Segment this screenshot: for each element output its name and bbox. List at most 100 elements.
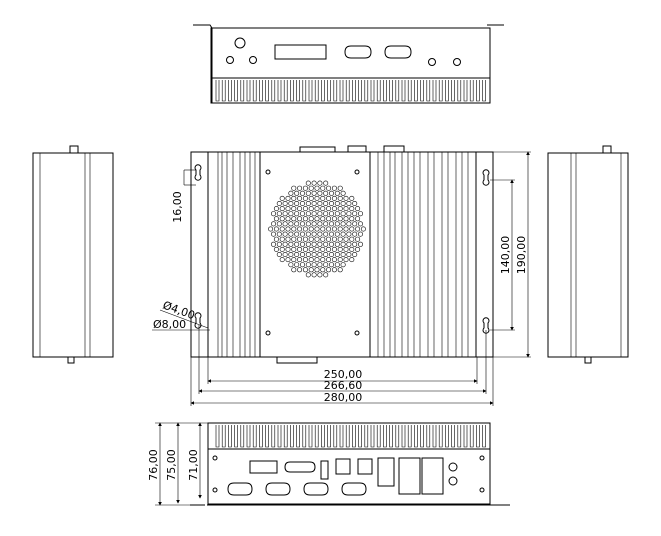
heatsink-fin — [290, 425, 294, 448]
power-connector — [249, 460, 278, 474]
vent-hole — [357, 221, 363, 227]
vent-hole — [346, 241, 352, 247]
vent-hole — [352, 201, 358, 207]
vent-hole — [337, 216, 343, 222]
vent-hole — [294, 190, 300, 196]
vent-hole — [349, 206, 355, 212]
vent-hole — [355, 246, 361, 252]
vent-hole — [320, 236, 326, 242]
heatsink-fin — [482, 425, 486, 448]
heatsink-fin — [401, 425, 406, 448]
heatsink-fin — [358, 80, 362, 102]
vent-hole — [297, 246, 303, 252]
vent-hole — [346, 201, 352, 207]
heatsink-fin — [482, 80, 486, 102]
vent-hole — [323, 252, 329, 258]
vent-hole — [299, 252, 305, 258]
vent-hole — [297, 267, 303, 273]
vent-hole — [299, 231, 305, 237]
screw — [354, 330, 360, 336]
vent-hole — [311, 262, 317, 268]
vent-hole — [305, 241, 311, 247]
heatsink-fin — [314, 80, 319, 102]
vent-hole — [302, 195, 308, 201]
vent-hole — [268, 226, 274, 232]
heatsink-fin — [420, 80, 424, 102]
mount-slot — [194, 312, 202, 329]
vent-hole — [299, 262, 305, 268]
vent-hole — [331, 206, 337, 212]
antenna-port — [234, 37, 246, 49]
vent-hole — [285, 195, 291, 201]
screw — [479, 455, 485, 461]
vent-hole — [279, 195, 285, 201]
vent-hole — [305, 231, 311, 237]
vent-hole — [297, 216, 303, 222]
vent-hole — [326, 206, 332, 212]
vent-hole — [334, 252, 340, 258]
vent-hole — [302, 226, 308, 232]
heatsink-fin — [445, 425, 449, 448]
heatsink-fin — [457, 425, 462, 448]
vent-hole — [337, 246, 343, 252]
heatsink-fin — [451, 425, 455, 448]
vent-hole — [285, 236, 291, 242]
heatsink-fin — [327, 80, 331, 102]
heatsink-fin — [395, 425, 400, 448]
vent-hole — [326, 195, 332, 201]
dim-16: 16,00 — [171, 191, 184, 223]
vent-hole — [311, 221, 317, 227]
heatsink-fin — [364, 80, 369, 102]
vent-hole — [311, 190, 317, 196]
vent-hole — [288, 252, 294, 258]
vent-hole — [297, 257, 303, 263]
heatsink-fin — [228, 80, 232, 102]
vent-hole — [314, 195, 320, 201]
vent-hole — [334, 221, 340, 227]
vent-hole — [297, 206, 303, 212]
vent-hole — [349, 236, 355, 242]
left-side-view — [32, 145, 114, 364]
vent-hole — [282, 211, 288, 217]
vent-hole — [328, 231, 334, 237]
vent-hole — [285, 246, 291, 252]
vent-hole — [323, 190, 329, 196]
vent-hole — [331, 267, 337, 273]
vent-hole — [308, 257, 314, 263]
heatsink-fin — [445, 80, 449, 102]
heatsink-fin — [463, 425, 468, 448]
vent-hole — [297, 185, 303, 191]
vent-hole — [331, 257, 337, 263]
heatsink-fin — [352, 425, 356, 448]
vent-hole — [291, 257, 297, 263]
heatsink-fin — [252, 80, 257, 102]
vent-hole — [328, 211, 334, 217]
vent-hole — [314, 206, 320, 212]
vent-hole — [302, 216, 308, 222]
vent-hole — [299, 221, 305, 227]
heatsink-fin — [339, 425, 344, 448]
screw — [265, 169, 271, 175]
heatsink-fin — [228, 425, 232, 448]
vent-hole — [302, 206, 308, 212]
vent-hole — [320, 267, 326, 273]
vent-hole — [305, 190, 311, 196]
vent-hole — [302, 236, 308, 242]
vent-hole — [323, 262, 329, 268]
heatsink-fin — [240, 80, 245, 102]
usb-port — [335, 458, 351, 475]
vent-hole — [279, 246, 285, 252]
vent-hole — [334, 241, 340, 247]
vent-hole — [337, 195, 343, 201]
vent-hole — [308, 236, 314, 242]
heatsink-fin — [283, 425, 288, 448]
vent-hole — [317, 221, 323, 227]
vent-hole — [276, 231, 282, 237]
heatsink-fin — [358, 425, 362, 448]
dvi-port — [284, 461, 316, 473]
serial-port — [344, 45, 372, 59]
com-port — [265, 482, 291, 496]
vent-hole — [320, 246, 326, 252]
vent-hole — [314, 226, 320, 232]
vent-hole — [355, 226, 361, 232]
